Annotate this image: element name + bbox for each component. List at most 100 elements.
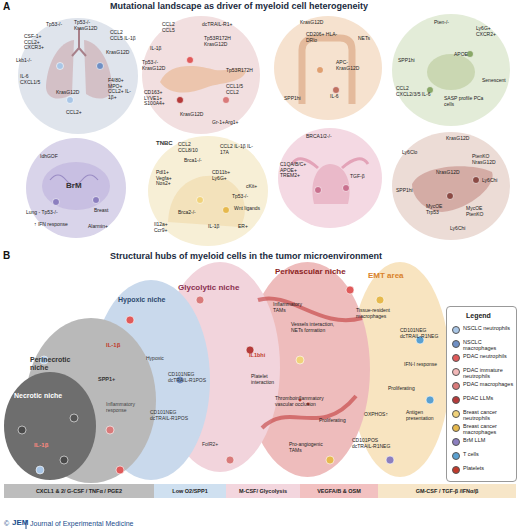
node-text: C1QA/B/C+ APOE+ TREM2+	[280, 162, 310, 179]
node-text: MycOE Trp53	[426, 204, 450, 215]
node-text: IL-1β	[208, 224, 220, 230]
node-text: Il12a+ Ccr9+	[154, 222, 178, 233]
node-text: Vessels interaction, NETs formation	[291, 322, 347, 333]
node-text: CCL2 CCL5	[162, 22, 180, 33]
legend-swatch	[452, 382, 460, 390]
node-text: FolR2+	[202, 442, 218, 448]
node-text: BrM	[66, 182, 82, 191]
node-text: CD101NEG dcTRAIL-R1POS	[150, 410, 194, 421]
node-text: Proliferating	[388, 386, 415, 392]
node-text: EMT area	[368, 272, 404, 281]
label-text: Journal of Experimental Medicine	[30, 520, 134, 528]
node-text: Platelet interaction	[251, 374, 285, 385]
node-text: Hypoxic	[146, 356, 164, 362]
node-text: Tp53-/-	[232, 194, 248, 200]
node-text: Brca1-/-	[184, 158, 202, 164]
legend-text: PDAC LLMs	[463, 395, 515, 401]
node-text: Brca2-/-	[178, 210, 196, 216]
node-text: Breast	[94, 208, 108, 214]
signal-band: VEGFA/B & OSM	[300, 484, 378, 498]
node-text: Pro-angiogenic TAMs	[289, 442, 333, 453]
node-text: Tissue-resident macrophages	[356, 308, 402, 319]
node-text: CCL1/5 CCL2	[226, 84, 252, 95]
node-text: SPP1hi	[396, 188, 413, 194]
organ-circle: Pten-/-Ly6G+ CXCR2+APOESPP1hiSenescentCC…	[392, 14, 510, 126]
legend-swatch	[452, 410, 460, 418]
organ-circle: CCL2 CCL5dcTRAIL-R1+IL-1βTp53R172H KrasG…	[142, 16, 260, 134]
node-text: CCL2+	[66, 110, 82, 116]
legend-swatch	[452, 452, 460, 460]
niche-area: Necrotic nicheIL-1β	[4, 372, 96, 480]
node-text: Tp53-/-	[46, 22, 62, 28]
node-text: Alarmin+	[88, 224, 108, 230]
node-text: SPP1hi	[284, 96, 301, 102]
legend-swatch	[452, 424, 460, 432]
node-text: CSF-1+ CCL2+ CXCR3+	[24, 34, 52, 51]
legend-swatch	[452, 368, 460, 376]
legend-text: T cells	[463, 451, 515, 457]
node-text: CD11b+ Ly6G+	[212, 170, 240, 181]
node-text: F4/80+ MPO+ CCL2+ IL-1β+	[108, 78, 138, 100]
node-text: TGF-β	[350, 174, 365, 180]
legend-swatch	[452, 438, 460, 446]
node-text: SPP1hi	[398, 58, 415, 64]
legend-text: Breast cancer neutrophils	[463, 409, 515, 421]
node-text: Pdl1+ Vegfa+ Nos2+	[156, 170, 180, 187]
node-text: TNBC	[156, 140, 173, 147]
signal-band: GM-CSF / TGF-β /IFNα/β	[378, 484, 516, 498]
node-text: Lung - Tp53-/-	[26, 210, 58, 216]
legend-text: Platelets	[463, 465, 515, 471]
node-text: Necrotic niche	[14, 392, 64, 400]
node-text: APOE	[454, 52, 468, 58]
label-text: B	[3, 250, 10, 261]
node-text: KrasG12D	[300, 20, 323, 26]
node-text: IL1bhi	[249, 352, 265, 358]
legend-swatch	[452, 466, 460, 474]
organ-circle: TNBC CCL2 CCL8/10 CCL2 IL-1β IL-17A Brca1-/…	[148, 136, 268, 246]
node-text: MycOE PtenKO	[466, 206, 496, 217]
node-text: CCL2 CCL5 IL-1β	[110, 30, 136, 41]
node-text: Ly6Chi	[482, 178, 497, 184]
node-text: ↑ IFN response	[34, 222, 68, 228]
legend-text: PDAC immature neutrophils	[463, 367, 515, 379]
organ-circle: BRCA1/2-/-C1QA/B/C+ APOE+ TREM2+TGF-β	[278, 128, 382, 228]
node-text: Ly6Chi	[450, 226, 465, 232]
node-text: Inflammatory response	[106, 402, 146, 413]
organ-circle: Tp53-/- Tp53-/- KrasG12D CSF-1+ CCL2+ CXCR…	[18, 18, 138, 134]
organ-circle: IdhGOFBrMLung - Tp53-/-Breast↑ IFN respo…	[26, 138, 126, 238]
node-text: IL-1β	[34, 442, 48, 449]
label-text: Structural hubs of myeloid cells in the …	[110, 252, 382, 262]
node-text: SASP profile PCa cells	[444, 96, 484, 107]
node-text: CD101NEG dcTRAIL-R1NEG	[400, 328, 446, 339]
node-text: Antigen presentation	[406, 410, 446, 421]
node-text: VEGFA/B & OSM	[300, 488, 378, 494]
node-text: ER+	[238, 224, 248, 230]
node-text: Tp53-/- KrasG12D	[74, 20, 108, 31]
label-text: JEM	[12, 519, 28, 528]
legend-swatch	[452, 354, 460, 362]
node-text: CD101POS dcTRAIL-R1NEG	[352, 438, 398, 449]
node-text: CCL2 CXCL2/3/5 IL-6	[396, 86, 434, 97]
legend-swatch	[452, 326, 460, 334]
node-text: Tp53-/- KrasG12D	[142, 60, 172, 71]
node-text: IL-6 CXCL1/5	[20, 74, 42, 85]
node-text: Tp53R172H	[226, 68, 253, 74]
node-text: CD101NEG dcTRAIL-R1POS	[168, 372, 212, 383]
node-text: GM-CSF / TGF-β /IFNα/β	[378, 488, 516, 494]
node-text: Lkb1-/-	[16, 58, 32, 64]
node-text: CD206+ HLA-DRlo	[306, 32, 342, 43]
node-text: IFN-I response	[404, 362, 444, 368]
legend-text: NSCLC neutrophils	[463, 325, 515, 331]
label-text: Mutational landscape as driver of myeloi…	[110, 2, 368, 12]
legend-text: PDAC macrophages	[463, 381, 515, 387]
legend-text: BrM LLM	[463, 437, 515, 443]
node-text: Tp53R172H KrasG12D	[204, 36, 238, 47]
node-text: CCL2 CCL8/10	[178, 142, 204, 153]
legend-text: NSCLC macrophages	[463, 339, 515, 351]
node-text: Ly6Clo	[402, 150, 417, 156]
node-text: KrasG12D	[180, 112, 203, 118]
node-text: CCL2 IL-1β IL-17A	[220, 144, 254, 155]
node-text: SPP1+	[98, 376, 115, 382]
signal-band: CXCL1 & 2/ G-CSF / TNFα / PGE2	[4, 484, 154, 498]
